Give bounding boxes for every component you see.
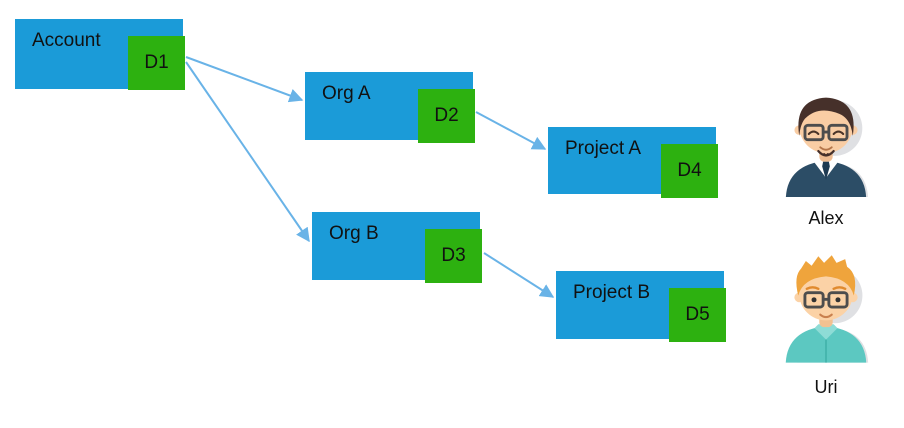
avatar-alex-icon [785, 97, 869, 197]
user-alex-name: Alex [808, 208, 844, 228]
node-org-b: Org B D3 [312, 209, 483, 283]
user-uri: Uri [776, 248, 876, 398]
arrow-org-b-to-project-b [483, 252, 555, 298]
arrow-account-to-org-a [185, 56, 304, 103]
node-org-a-label: Org A [322, 83, 371, 104]
node-project-b: Project B D5 [556, 268, 727, 342]
node-project-a: Project A D4 [548, 124, 719, 198]
node-org-b-label: Org B [329, 223, 379, 244]
arrow-org-a-to-project-a [475, 111, 547, 150]
user-uri-name: Uri [814, 377, 838, 397]
badge-d5: D5 [669, 288, 726, 342]
arrow-account-to-org-b [185, 61, 310, 243]
user-alex: Alex [776, 90, 876, 229]
badge-d4: D4 [661, 144, 718, 198]
node-account-label: Account [32, 30, 101, 51]
avatar-uri-icon [785, 255, 869, 363]
badge-d1: D1 [128, 36, 185, 90]
badge-d2: D2 [418, 89, 475, 143]
node-project-b-label: Project B [573, 282, 651, 303]
node-account: Account D1 [15, 16, 186, 90]
node-org-a: Org A D2 [305, 69, 476, 143]
node-project-a-label: Project A [565, 138, 642, 159]
badge-d3: D3 [425, 229, 482, 283]
